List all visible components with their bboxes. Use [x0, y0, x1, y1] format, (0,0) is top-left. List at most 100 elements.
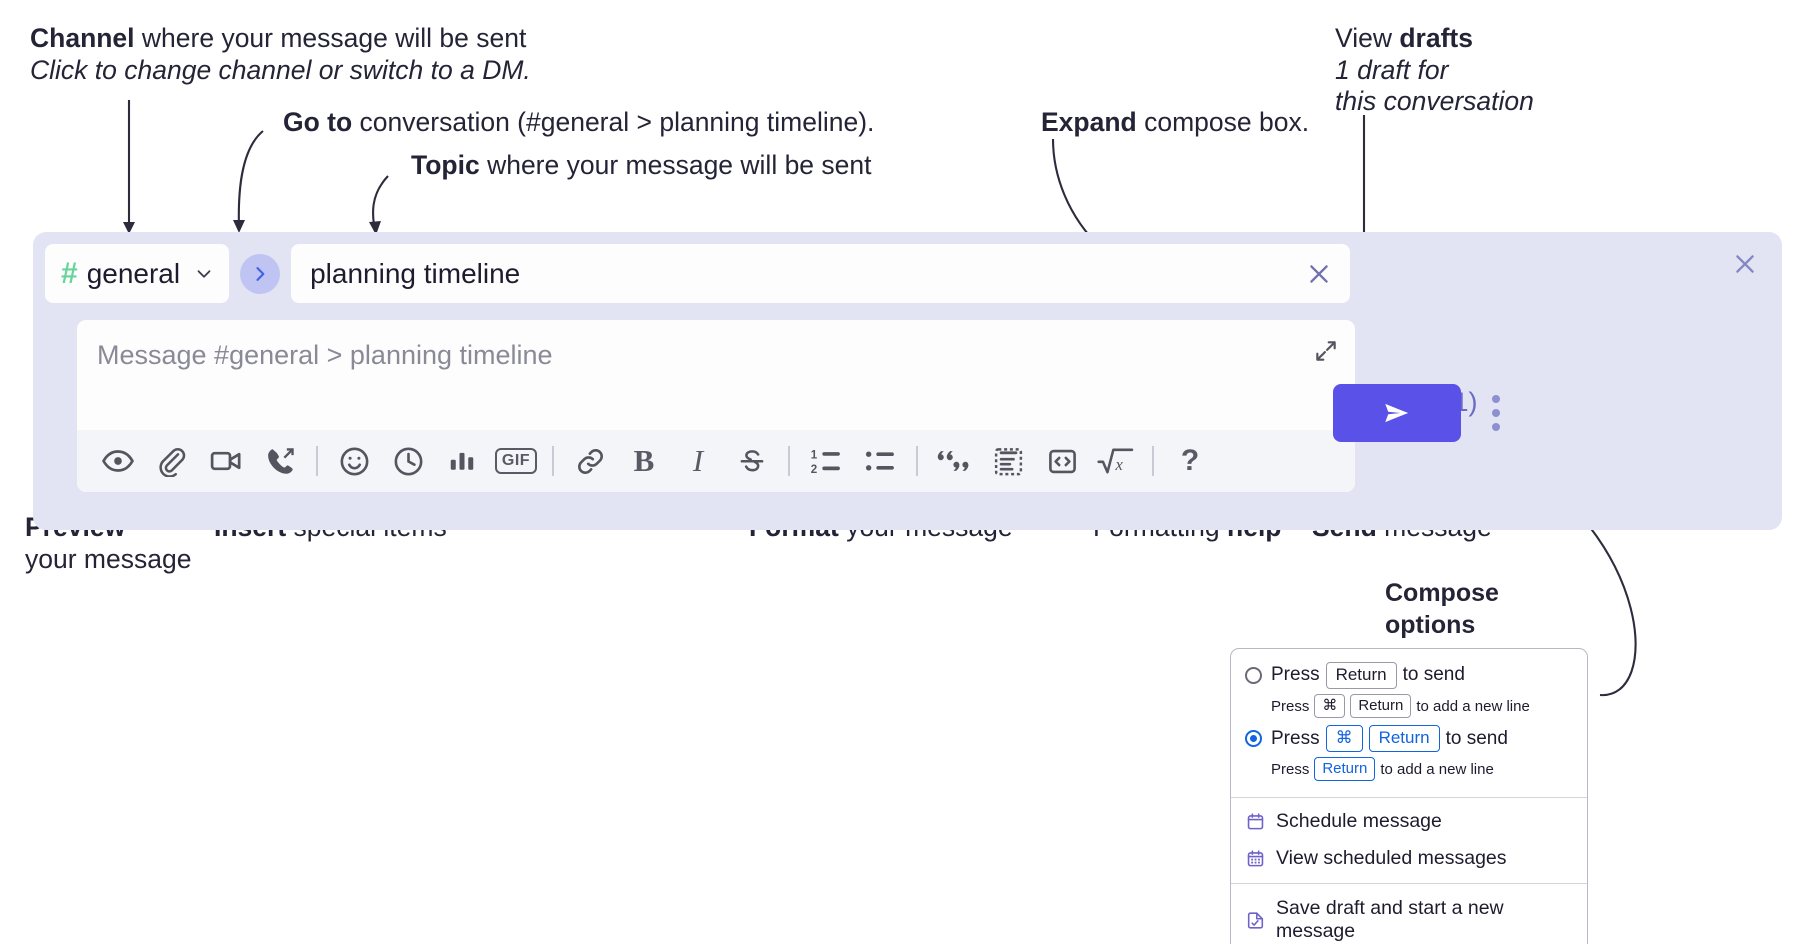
inline-code-button[interactable]: [1035, 437, 1089, 485]
send-option-return[interactable]: Press Return to send Press ⌘ Return to a…: [1231, 661, 1587, 724]
svg-text:2: 2: [811, 463, 817, 476]
send-option-cmd-return[interactable]: Press ⌘ Return to send Press Return to a…: [1231, 724, 1587, 787]
code-block-button[interactable]: [981, 437, 1035, 485]
bulleted-list-button[interactable]: [853, 437, 907, 485]
audio-clip-button[interactable]: [253, 437, 307, 485]
panel-close-button[interactable]: [1730, 249, 1760, 279]
video-clip-button[interactable]: [199, 437, 253, 485]
key-return: Return: [1314, 757, 1376, 782]
attach-button[interactable]: [145, 437, 199, 485]
annotation-topic: Topic where your message will be sent: [411, 149, 872, 182]
opt-pre: Press: [1271, 664, 1320, 686]
emoji-button[interactable]: [327, 437, 381, 485]
separator-5: [1152, 446, 1154, 476]
more-vertical-icon-dot-2: [1492, 409, 1500, 417]
key-command: ⌘: [1325, 725, 1363, 753]
clock-icon: [394, 447, 422, 475]
italic-button[interactable]: I: [671, 437, 725, 485]
annotation-topic-rest: where your message will be sent: [479, 150, 872, 180]
annotation-channel: Channel where your message will be sent: [30, 22, 526, 55]
send-option-return-main: Press Return to send: [1271, 662, 1465, 689]
menu-item-schedule-message[interactable]: Schedule message: [1231, 803, 1587, 840]
preview-button[interactable]: [91, 437, 145, 485]
opt-pre: Press: [1271, 727, 1320, 749]
separator-2: [552, 446, 554, 476]
compose-panel: # general planning timeline Message #gen…: [33, 232, 1782, 530]
gif-button[interactable]: GIF: [489, 437, 543, 485]
poll-button[interactable]: [435, 437, 489, 485]
menu-divider-1: [1231, 797, 1587, 799]
goto-conversation-button[interactable]: [240, 253, 281, 294]
strikethrough-button[interactable]: [725, 437, 779, 485]
bulleted-list-icon: [865, 451, 894, 471]
ordered-list-icon: 1 2: [811, 448, 840, 476]
send-option-return-sub: Press ⌘ Return to add a new line: [1231, 690, 1587, 724]
menu-item-save-draft[interactable]: Save draft and start a new message: [1231, 890, 1587, 944]
menu-item-label: Schedule message: [1276, 810, 1442, 833]
radio-cmd-return[interactable]: [1245, 730, 1262, 748]
topic-input[interactable]: planning timeline: [310, 257, 521, 289]
more-vertical-icon-dot-3: [1492, 423, 1500, 431]
opt-sub-pre: Press: [1271, 760, 1310, 778]
annotation-drafts-rest: View: [1335, 23, 1400, 53]
annotation-drafts: View drafts: [1335, 22, 1473, 55]
bold-button[interactable]: B: [617, 437, 671, 485]
annotation-compose-options-1: Compose: [1385, 578, 1499, 610]
formatting-help-button[interactable]: ?: [1163, 437, 1217, 485]
svg-text:1: 1: [811, 448, 818, 461]
menu-divider-2: [1231, 883, 1587, 885]
close-icon: [1310, 264, 1328, 283]
annotation-drafts-sub1: 1 draft for: [1335, 54, 1448, 87]
expand-compose-button[interactable]: [1309, 334, 1343, 368]
reminder-button[interactable]: [381, 437, 435, 485]
topic-input-wrapper[interactable]: planning timeline: [291, 244, 1351, 303]
annotation-channel-sub: Click to change channel or switch to a D…: [30, 54, 531, 87]
topic-clear-button[interactable]: [1302, 257, 1336, 291]
square-root-icon: x: [1097, 448, 1134, 474]
annotation-goto: Go to conversation (#general > planning …: [283, 106, 874, 139]
math-button[interactable]: x: [1089, 437, 1143, 485]
message-compose-box[interactable]: Message #general > planning timeline: [77, 320, 1355, 492]
annotation-topic-bold: Topic: [411, 150, 480, 180]
send-icon: [1385, 403, 1409, 423]
radio-return[interactable]: [1245, 666, 1262, 684]
gif-icon: GIF: [494, 448, 538, 474]
annotation-drafts-italic1: 1 draft for: [1335, 55, 1449, 85]
eye-icon: [102, 450, 134, 472]
compose-options-button[interactable]: [1479, 390, 1513, 436]
annotation-drafts-italic2: this conversation: [1335, 86, 1534, 116]
annotation-drafts-sub2: this conversation: [1335, 85, 1534, 118]
menu-item-view-scheduled[interactable]: View scheduled messages: [1231, 840, 1587, 877]
link-button[interactable]: [563, 437, 617, 485]
opt-sub-post: to add a new line: [1380, 760, 1494, 778]
menu-draft-group: Save draft and start a new message: [1231, 884, 1587, 944]
channel-name: general: [86, 257, 181, 289]
code-block-icon: [994, 447, 1022, 475]
annotation-compose-options-2: options: [1385, 610, 1475, 642]
menu-item-label: Save draft and start a new message: [1276, 897, 1504, 943]
quote-icon: [937, 451, 969, 471]
blockquote-button[interactable]: [927, 437, 981, 485]
save-draft-icon: [1245, 910, 1265, 930]
question-mark-icon: ?: [1180, 444, 1200, 477]
opt-post: to send: [1445, 727, 1508, 749]
key-command: ⌘: [1314, 693, 1346, 719]
italic-icon: I: [692, 443, 704, 478]
separator-4: [916, 446, 918, 476]
compose-header: # general planning timeline: [45, 244, 1351, 303]
strikethrough-icon: [740, 450, 764, 472]
opt-post: to send: [1402, 664, 1465, 686]
formatting-toolbar: GIF B I: [77, 430, 1355, 492]
paperclip-icon: [159, 448, 186, 477]
key-return: Return: [1325, 662, 1397, 689]
annotation-channel-bold: Channel: [30, 23, 135, 53]
annotation-expand: Expand compose box.: [1041, 106, 1309, 139]
separator-3: [788, 446, 790, 476]
message-input-placeholder: Message #general > planning timeline: [97, 340, 553, 370]
ordered-list-button[interactable]: 1 2: [799, 437, 853, 485]
channel-selector[interactable]: # general: [45, 244, 230, 303]
annotation-preview-line2: your message: [25, 543, 191, 576]
close-icon: [1736, 255, 1754, 273]
annotation-compose-options-bold2: options: [1385, 611, 1476, 639]
send-button[interactable]: [1333, 384, 1461, 442]
